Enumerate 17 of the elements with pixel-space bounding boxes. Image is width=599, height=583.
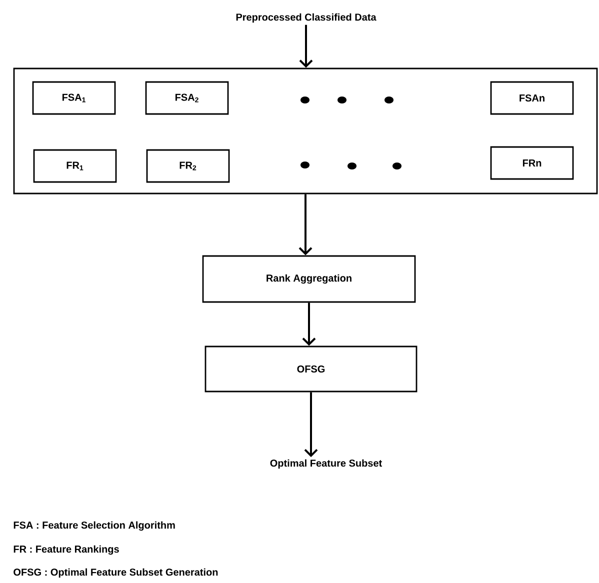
process-box: OFSG (204, 346, 418, 392)
process-box: FR$_{1}$ (33, 149, 117, 183)
legend-text: FSA : Feature Selection Algorithm (14, 521, 175, 531)
process-box: FSA$_{2}$ (145, 81, 229, 115)
arrow (298, 194, 312, 256)
process-box: FRn (490, 146, 574, 180)
process-box: FSAn (490, 81, 574, 115)
arrow (302, 302, 316, 346)
process-box: FSA$_{1}$ (32, 81, 116, 115)
legend-text: OFSG : Optimal Feature Subset Generation (14, 568, 218, 578)
arrow (299, 24, 313, 68)
caption-text: Preprocessed Classified Data (236, 13, 376, 23)
arrow (304, 392, 318, 458)
process-box: Rank Aggregation (202, 255, 416, 303)
caption-text: Optimal Feature Subset (270, 459, 382, 469)
process-box: FR$_{2}$ (146, 149, 230, 183)
legend-text: FR : Feature Rankings (14, 545, 119, 555)
